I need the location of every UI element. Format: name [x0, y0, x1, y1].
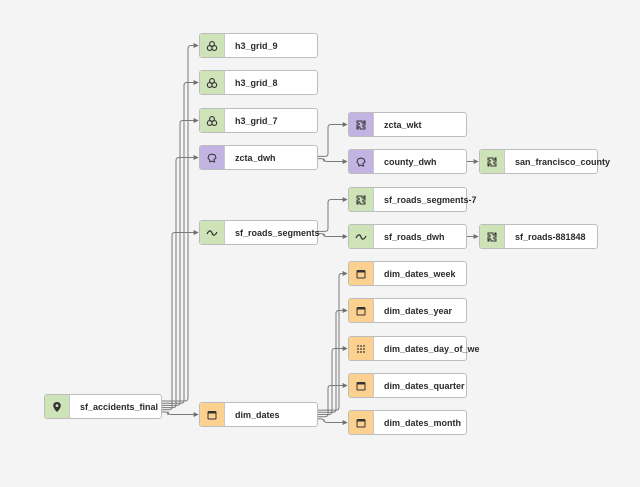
calendar-icon	[349, 299, 374, 322]
node-dim-dates-quarter[interactable]: dim_dates_quarter	[348, 373, 467, 398]
node-sf-roads-dwh[interactable]: sf_roads_dwh	[348, 224, 467, 249]
calendar-icon	[349, 374, 374, 397]
node-label: dim_dates_year	[384, 305, 453, 316]
node-label: sf_roads_segments	[235, 227, 320, 238]
node-sf-accidents-final[interactable]: sf_accidents_final	[44, 394, 162, 419]
edge-sf_accidents_final-to-zcta_dwh	[162, 155, 199, 409]
edge-sf_roads_segments-to-sf_roads_dwh	[318, 233, 348, 239]
h3-hexagons-icon	[200, 34, 225, 57]
node-zcta-dwh[interactable]: zcta_dwh	[199, 145, 318, 170]
node-label: h3_grid_9	[235, 40, 278, 51]
line-wave-icon	[200, 221, 225, 244]
node-label: sf_roads_segments-7	[384, 194, 477, 205]
edge-sf_accidents_final-to-h3_grid_7	[162, 118, 199, 406]
edge-zcta_dwh-to-zcta_wkt	[318, 122, 348, 157]
node-label: sf_roads_dwh	[384, 231, 445, 242]
calendar-icon	[349, 262, 374, 285]
node-dim-dates-day-of-week[interactable]: dim_dates_day_of_we	[348, 336, 480, 361]
node-label: zcta_wkt	[384, 119, 422, 130]
edge-sf_accidents_final-to-h3_grid_9	[162, 43, 199, 402]
node-label: county_dwh	[384, 156, 437, 167]
node-sf-roads-segments-7[interactable]: sf_roads_segments-7	[348, 187, 477, 212]
polygon-puzzle-icon	[480, 225, 505, 248]
node-h3-grid-8[interactable]: h3_grid_8	[199, 70, 318, 95]
node-label: h3_grid_8	[235, 77, 278, 88]
node-label: dim_dates	[235, 409, 280, 420]
node-label: dim_dates_week	[384, 268, 456, 279]
polygon-icon	[349, 150, 374, 173]
node-label: dim_dates_day_of_we	[384, 343, 480, 354]
h3-hexagons-icon	[200, 109, 225, 132]
node-dim-dates-month[interactable]: dim_dates_month	[348, 410, 467, 435]
node-sf-roads-segments[interactable]: sf_roads_segments	[199, 220, 320, 245]
line-wave-icon	[349, 225, 374, 248]
node-county-dwh[interactable]: county_dwh	[348, 149, 467, 174]
edge-sf_accidents_final-to-sf_roads_segments	[162, 230, 199, 411]
node-dim-dates[interactable]: dim_dates	[199, 402, 318, 427]
polygon-icon	[200, 146, 225, 169]
node-san-francisco-county[interactable]: san_francisco_county	[479, 149, 610, 174]
node-label: zcta_dwh	[235, 152, 276, 163]
node-sf-roads-881848[interactable]: sf_roads-881848	[479, 224, 598, 249]
node-label: sf_roads-881848	[515, 231, 586, 242]
edge-sf_accidents_final-to-h3_grid_8	[162, 80, 199, 404]
calendar-icon	[349, 411, 374, 434]
node-label: sf_accidents_final	[80, 401, 159, 412]
map-pin-icon	[45, 395, 70, 418]
edge-sf_roads_segments-to-sf_roads_segments_7	[318, 197, 348, 232]
node-label: h3_grid_7	[235, 115, 278, 126]
h3-hexagons-icon	[200, 71, 225, 94]
edge-zcta_dwh-to-county_dwh	[318, 158, 348, 164]
polygon-puzzle-icon	[480, 150, 505, 173]
node-dim-dates-year[interactable]: dim_dates_year	[348, 298, 467, 323]
edge-sf_accidents_final-to-dim_dates	[162, 411, 199, 417]
dotted-grid-icon	[349, 337, 374, 360]
node-label: dim_dates_quarter	[384, 380, 465, 391]
node-h3-grid-7[interactable]: h3_grid_7	[199, 108, 318, 133]
node-h3-grid-9[interactable]: h3_grid_9	[199, 33, 318, 58]
node-label: dim_dates_month	[384, 417, 462, 428]
node-zcta-wkt[interactable]: zcta_wkt	[348, 112, 467, 137]
node-dim-dates-week[interactable]: dim_dates_week	[348, 261, 467, 286]
node-label: san_francisco_county	[515, 156, 611, 167]
edge-dim_dates-to-dim_dates_quarter	[318, 383, 348, 418]
edge-dim_dates-to-dim_dates_year	[318, 308, 348, 413]
edge-dim_dates-to-dim_dates_week	[318, 271, 348, 411]
edge-dim_dates-to-dim_dates_month	[318, 418, 348, 425]
edge-dim_dates-to-dim_dates_day_of_week	[318, 346, 348, 415]
calendar-icon	[200, 403, 225, 426]
polygon-puzzle-icon	[349, 113, 374, 136]
polygon-puzzle-icon	[349, 188, 374, 211]
